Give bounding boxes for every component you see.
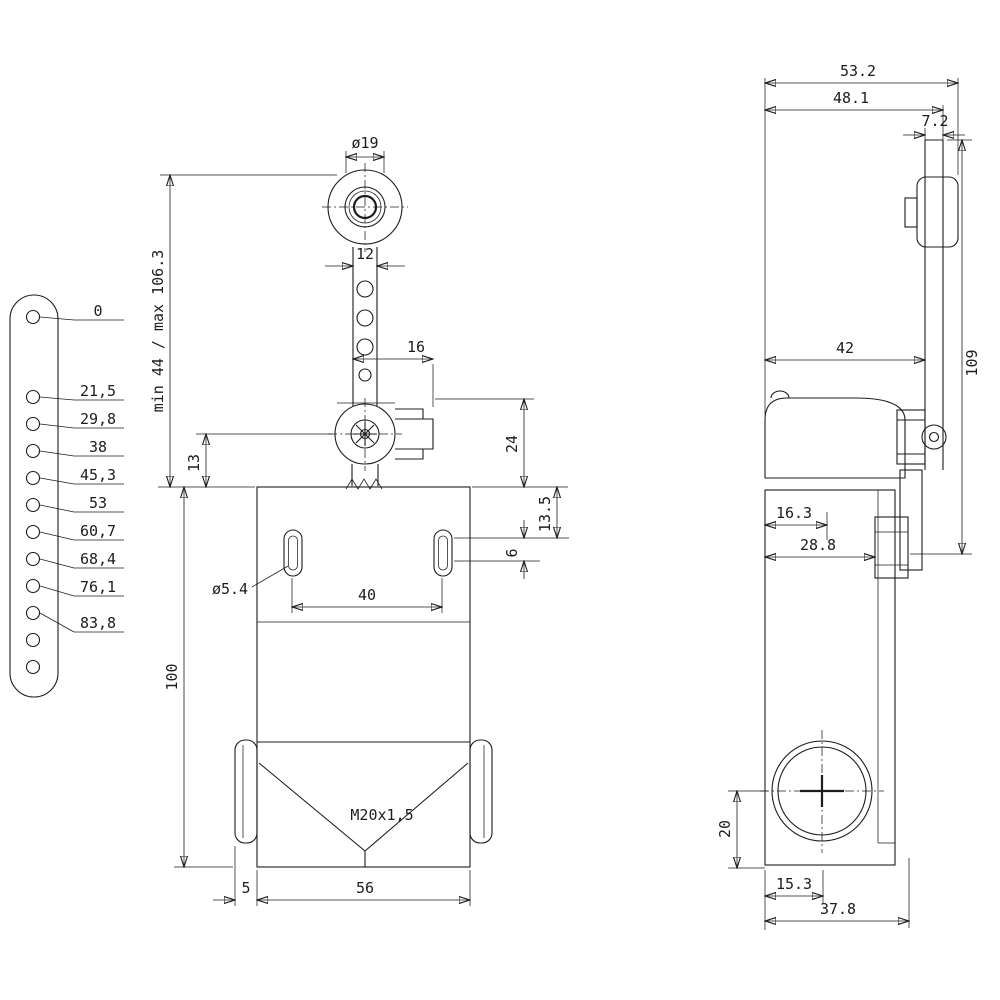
dim-7-2: 7.2 [921,112,948,130]
side-view: 53.2 48.1 7.2 42 109 16.3 28.8 [716,62,981,930]
lever-pos-label-8: 76,1 [80,578,116,596]
dim-42: 42 [836,339,854,357]
lever-pos-label-7: 68,4 [80,550,116,568]
thread-label: M20x1,5 [350,806,413,824]
side-lever-plate [896,139,959,571]
dim-lever-width: 12 [356,245,374,263]
lever-pos-label-4: 45,3 [80,466,116,484]
lever-pos-label-5: 53 [89,494,107,512]
pivot-head [328,398,434,490]
dim-20: 20 [716,820,734,838]
lever-plate-outline [9,294,59,698]
dim-cap-width: 5 [241,879,250,897]
dim-min-max-lever: min 44 / max 106.3 [149,250,167,413]
dim-16-3: 16.3 [776,504,812,522]
side-dimensions: 53.2 48.1 7.2 42 109 16.3 28.8 [716,62,981,930]
dim-53-2: 53.2 [840,62,876,80]
dim-body-width: 56 [356,879,374,897]
front-dimensions: ø19 12 16 min 44 / max 106.3 13 100 [149,134,569,906]
lever-hole-scale: 0 21,5 29,8 38 45,3 53 60,7 68,4 76,1 83… [9,294,124,698]
dim-slot-spacing: 40 [358,586,376,604]
dim-37-8: 37.8 [820,900,856,918]
lever-pos-label-6: 60,7 [80,522,116,540]
lever-pos-label-0: 0 [93,302,102,320]
dim-13-5: 13.5 [536,496,554,532]
lever-pos-label-2: 29,8 [80,410,116,428]
dim-body-height: 100 [163,663,181,690]
dim-roller-diameter: ø19 [351,134,378,152]
dim-6: 6 [503,548,521,557]
lever-arm [352,247,378,406]
dim-24: 24 [503,435,521,453]
lever-pos-label-9: 83,8 [80,614,116,632]
lever-pos-label-1: 21,5 [80,382,116,400]
dim-slot-diameter: ø5.4 [212,580,248,598]
dim-15-3: 15.3 [776,875,812,893]
roller [322,163,408,252]
side-body [760,489,909,866]
lever-pos-label-3: 38 [89,438,107,456]
dim-48-1: 48.1 [833,89,869,107]
side-head [764,390,925,479]
dim-13: 13 [185,454,203,472]
dim-109: 109 [963,349,981,376]
dim-28-8: 28.8 [800,536,836,554]
dim-16: 16 [407,338,425,356]
front-view: ø19 12 16 min 44 / max 106.3 13 100 [149,134,569,906]
switch-body [234,486,493,868]
